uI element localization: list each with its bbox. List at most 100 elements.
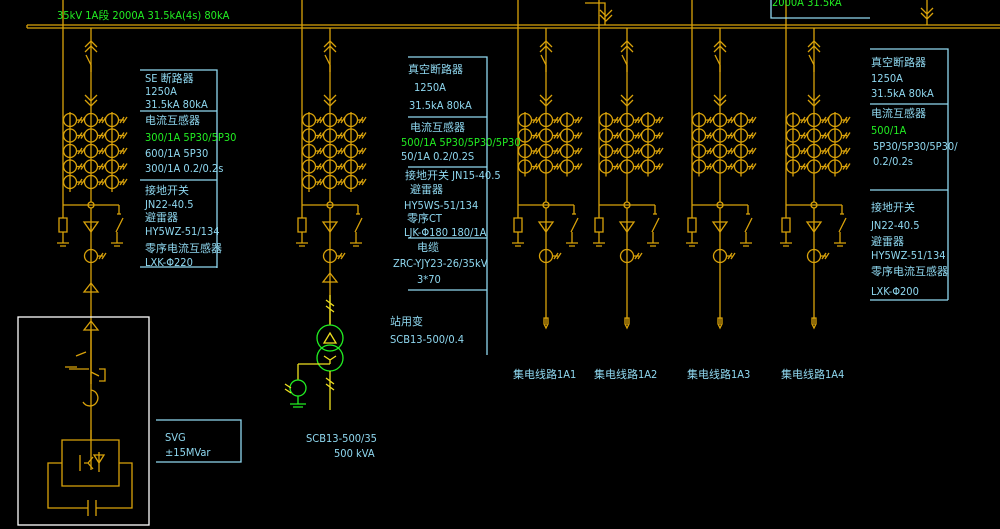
station-feeder-info: 3*70 [417,273,441,286]
surge-arrester-icon [537,221,555,234]
surge-arrester-icon [82,221,100,234]
ct-mark-icon [552,116,562,124]
withdrawable-contact-icon [84,40,98,53]
disconnector-icon [621,54,628,72]
ct-mark-icon [76,116,86,124]
ct-mark-icon [573,116,583,124]
busbar [26,24,1000,29]
station-feeder-info: LJK-Φ180 180/1A [404,226,487,239]
earthing-switch-icon [350,205,363,247]
ct-mark-icon [97,132,107,139]
ct-mark-icon [315,178,325,186]
branch [301,0,358,206]
withdrawable-contact-icon [84,94,98,107]
line-feeder-info: 电流互感器 [871,106,926,120]
ct-mark-icon [336,116,346,124]
station-feeder-info: 50/1A 0.2/0.2S [401,150,474,163]
branch [785,0,842,206]
ct-mark-icon [612,147,622,155]
transformer-secondary [297,355,337,410]
svg-device-table [156,419,242,463]
svg-device-rating: ±15MVar [165,446,211,459]
withdrawable-contact-icon [807,40,821,53]
transformer-capacity: 500 kVA [334,447,375,460]
disconnector-icon [85,54,92,72]
line-feeder-info: 零序电流互感器 [871,264,948,278]
ct-mark-icon [633,116,643,124]
ct-mark-icon [357,178,367,186]
text-layer: 35kV 1A段 2000A 31.5kA(4s) 80kA 2000A 31.… [57,0,958,460]
ct-mark-icon [336,132,346,139]
svg-device-frame [17,316,150,526]
svg-feeder-info: JN22-40.5 [144,198,194,211]
svg-switchgear-icon [65,330,106,407]
withdrawable-contact-icon [539,40,553,53]
withdrawable-contact-icon [713,40,727,53]
line-feeder-info: LXK-Φ200 [871,285,919,298]
cable-end-icon [624,317,630,330]
svg-feeder-info: 零序电流互感器 [145,241,222,255]
line-feeder-info: JN22-40.5 [870,219,920,232]
line-feeder-info: 避雷器 [871,234,904,248]
ct-mark-icon [747,147,757,155]
top-right-frame [770,0,870,19]
ct-mark-icon [97,116,107,124]
ct-mark-icon [531,116,541,124]
cable-end-icon [543,317,549,330]
ct-mark-icon [76,178,86,186]
svg-feeder-info: LXK-Φ220 [145,256,193,269]
earthing-switch-icon [566,205,579,247]
line-feeder-label: 集电线路1A3 [687,367,750,381]
ct-mark-icon [573,147,583,155]
ct-mark-icon [315,163,325,170]
earthing-transformer-icon [289,379,307,397]
ct-mark-icon [118,132,128,139]
ct-mark-icon [76,163,86,170]
station-feeder-info: ZRC-YJY23-26/35kV [393,257,488,270]
ct-mark-icon [552,132,562,139]
earthing-switch-icon [111,205,124,247]
table-frame-layer [140,0,949,463]
ct-mark-icon [726,252,736,260]
ct-mark-icon [820,116,830,124]
station-feeder-info: 真空断路器 [408,62,463,76]
ct-mark-icon [531,163,541,170]
line-feeder-label: 集电线路1A1 [513,367,576,381]
ct-mark-icon [97,163,107,170]
line-feeder-info: HY5WZ-51/134 [871,249,946,262]
svg-feeder-info: 300/1A 0.2/0.2s [145,162,223,175]
withdrawable-contact-icon [713,94,727,107]
cable-icon [325,295,335,325]
surge-capacitor-icon [57,205,69,247]
ct-mark-icon [118,163,128,170]
incoming-feeder-right [920,0,934,25]
ct-mark-icon [633,252,643,260]
surge-capacitor-icon [296,205,308,247]
svg-device-name: SVG [165,431,186,444]
delta-icon [322,331,338,344]
mark-icon [284,383,292,394]
svg-feeder-info: HY5WZ-51/134 [145,225,220,238]
earthing-switch-icon [740,205,753,247]
ct-mark-icon [654,147,664,155]
triangle-icon [321,271,339,283]
ct-mark-icon [357,147,367,155]
station-feeder-info: SCB13-500/0.4 [390,333,464,346]
ct-mark-icon [573,132,583,139]
ct-mark-icon [97,178,107,186]
svg-feeder-info: 1250A [145,85,177,98]
ct-mark-icon [336,252,346,260]
line-feeder-info: 1250A [871,72,903,85]
svg-feeder-info: 避雷器 [145,210,178,224]
ct-mark-icon [799,163,809,170]
station-feeder-info: 接地开关 JN15-40.5 [405,168,501,182]
line-feeder-info: 真空断路器 [871,55,926,69]
surge-capacitor-icon [780,205,792,247]
station-feeder-info: HY5WS-51/134 [404,199,478,212]
withdrawable-contact-icon [323,40,337,53]
surge-capacitor-icon [686,205,698,247]
surge-arrester-icon [805,221,823,234]
station-feeder-table [408,56,488,355]
ct-mark-icon [633,132,643,139]
